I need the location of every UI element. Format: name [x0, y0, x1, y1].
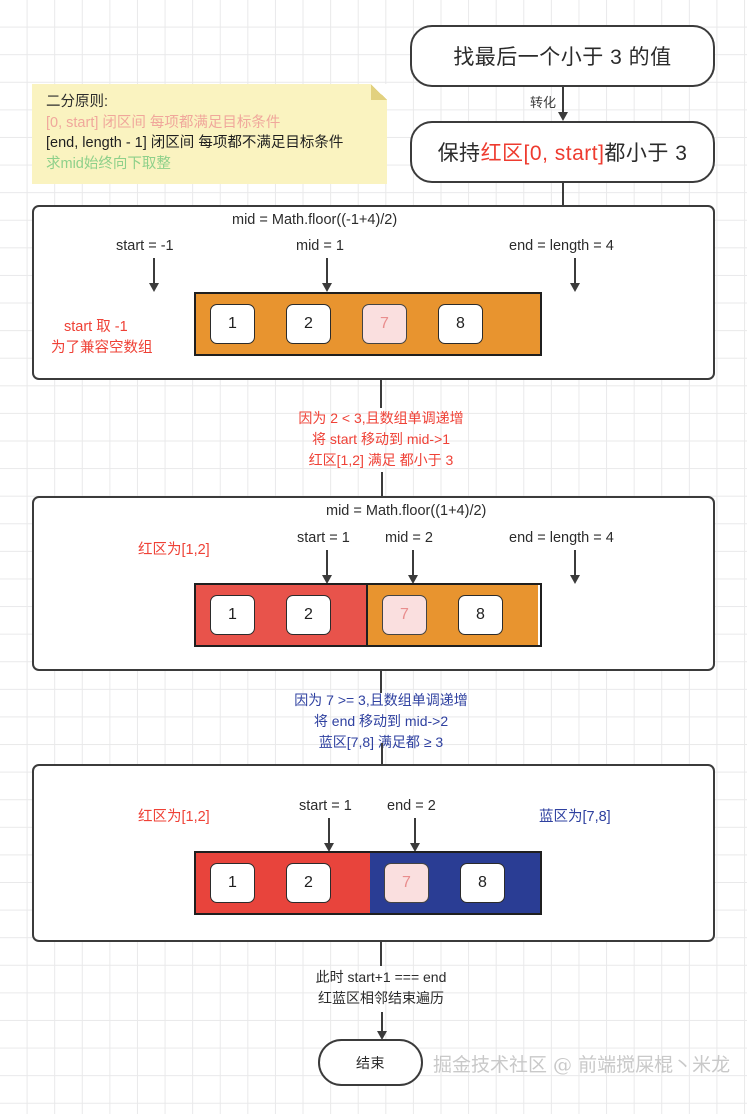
note-fold-corner [371, 84, 387, 100]
step-1-segment-unknown: 1 2 7 8 [196, 294, 540, 354]
array-cell: 8 [458, 595, 503, 635]
step-2-pointer-mid: mid = 2 [385, 530, 433, 546]
transition-1-line-2: 将 start 移动到 mid->1 [311, 431, 451, 447]
step-2-region-label-red: 红区为[1,2] [138, 542, 210, 558]
step-2-segment-red: 1 2 [196, 585, 368, 645]
step-3-pointer-start-arrow [321, 818, 337, 852]
step-1-pointer-mid: mid = 1 [296, 238, 344, 254]
array-cell-mid: 7 [384, 863, 429, 903]
second-node-prefix: 保持 [437, 142, 481, 165]
array-cell: 1 [210, 863, 255, 903]
array-cell-mid: 7 [382, 595, 427, 635]
array-cell: 2 [286, 863, 331, 903]
transition-3-label: 此时 start+1 === end 红蓝区相邻结束遍历 [256, 967, 506, 1009]
step-3-segment-red: 1 2 [196, 853, 370, 913]
transition-1-line-1: 因为 2 < 3,且数组单调递增 [298, 410, 464, 426]
transition-2-line-3: 蓝区[7,8] 满足都 ≥ 3 [318, 734, 444, 750]
transition-1-line-top [380, 380, 382, 408]
step-1-side-note-line-1: start 取 -1 [64, 319, 128, 335]
array-cell: 1 [210, 304, 255, 344]
step-2-formula: mid = Math.floor((1+4)/2) [326, 503, 487, 519]
step-2-pointer-end-arrow [567, 550, 583, 584]
step-1-pointer-end: end = length = 4 [509, 238, 614, 254]
flow-start-node: 找最后一个小于 3 的值 [410, 25, 715, 87]
array-cell: 2 [286, 595, 331, 635]
step-2-pointer-mid-arrow [405, 550, 421, 584]
second-node-suffix: 都小于 3 [604, 142, 688, 165]
step-2-array-bar: 1 2 7 8 [194, 583, 542, 647]
transition-3-arrow [374, 1012, 390, 1040]
array-cell-mid: 7 [362, 304, 407, 344]
step-2-pointer-start: start = 1 [297, 530, 350, 546]
note-line-2: [0, start] 闭区间 每项都满足目标条件 [46, 114, 281, 131]
step-3-pointer-start: start = 1 [299, 798, 352, 814]
note-title: 二分原则: [46, 94, 109, 110]
array-cell: 1 [210, 595, 255, 635]
step-3-segment-blue: 7 8 [370, 853, 540, 913]
node-to-step1-line [562, 183, 564, 205]
step-1-formula: mid = Math.floor((-1+4)/2) [232, 212, 398, 228]
step-2-segment-unknown: 7 8 [368, 585, 538, 645]
transition-3-line-1: 此时 start+1 === end [315, 969, 447, 985]
step-3-array-bar: 1 2 7 8 [194, 851, 542, 915]
step-2-pointer-end: end = length = 4 [509, 530, 614, 546]
transition-2-line-2: 将 end 移动到 mid->2 [313, 713, 449, 729]
convert-label: 转化 [530, 95, 557, 110]
convert-connector [555, 87, 571, 121]
step-1-pointer-end-arrow [567, 258, 583, 292]
step-1-side-note-line-2: 为了兼容空数组 [51, 340, 153, 356]
flow-second-node: 保持 红区[0, start] 都小于 3 [410, 121, 715, 183]
transition-2-label: 因为 7 >= 3,且数组单调递增 将 end 移动到 mid->2 蓝区[7,… [231, 690, 531, 753]
flow-end-node-label: 结束 [356, 1054, 385, 1071]
transition-2-line-top [380, 671, 382, 693]
step-1-pointer-start-arrow [146, 258, 162, 292]
flow-start-node-label: 找最后一个小于 3 的值 [453, 46, 672, 69]
note-line-3: [end, length - 1] 闭区间 每项都不满足目标条件 [46, 135, 344, 152]
array-cell: 2 [286, 304, 331, 344]
flow-end-node: 结束 [318, 1039, 423, 1086]
step-3-region-label-blue: 蓝区为[7,8] [539, 809, 611, 825]
step-3-region-label-red: 红区为[1,2] [138, 809, 210, 825]
step-2-pointer-start-arrow [319, 550, 335, 584]
step-1-pointer-start: start = -1 [116, 238, 174, 254]
principle-note: 二分原则: [0, start] 闭区间 每项都满足目标条件 [end, len… [32, 84, 387, 184]
step-3-pointer-end-arrow [407, 818, 423, 852]
transition-3-line-top [380, 942, 382, 966]
transition-1-line-3: 红区[1,2] 满足 都小于 3 [308, 452, 454, 468]
transition-2-line-1: 因为 7 >= 3,且数组单调递增 [294, 692, 468, 708]
note-line-4: 求mid始终向下取整 [46, 155, 171, 172]
second-node-red-region: 红区[0, start] [480, 142, 605, 165]
watermark: 掘金技术社区 @ 前端搅屎棍丶米龙 [433, 1054, 731, 1076]
transition-3-line-2: 红蓝区相邻结束遍历 [318, 990, 444, 1006]
transition-1-label: 因为 2 < 3,且数组单调递增 将 start 移动到 mid->1 红区[1… [231, 408, 531, 471]
step-1-array-bar: 1 2 7 8 [194, 292, 542, 356]
step-1-pointer-mid-arrow [319, 258, 335, 292]
array-cell: 8 [460, 863, 505, 903]
array-cell: 8 [438, 304, 483, 344]
step-3-pointer-end: end = 2 [387, 798, 436, 814]
